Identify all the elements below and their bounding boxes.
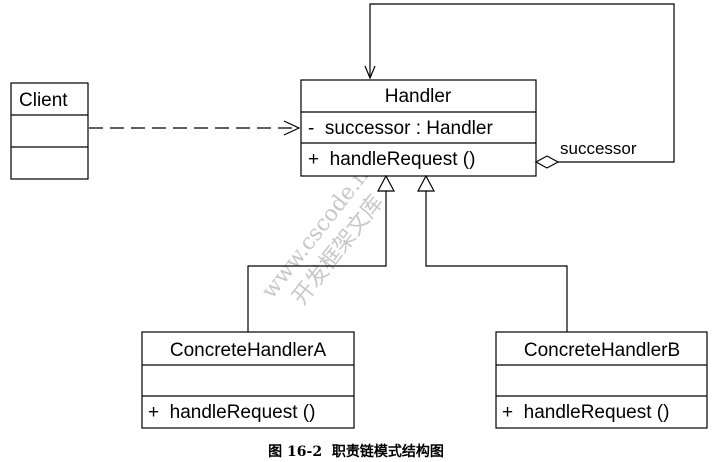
generalization-b-triangle [417, 174, 435, 192]
generalization-a [247, 174, 395, 332]
dependency-client-handler [89, 120, 301, 136]
client-class-name: Client [19, 90, 68, 111]
handler-class-name: Handler [385, 86, 452, 107]
successor-arrowhead [364, 65, 376, 80]
generalization-a-line [247, 191, 387, 332]
figure-caption: 图 16-2 职责链模式结构图 [268, 443, 444, 460]
concrete-handler-b-name: ConcreteHandlerB [524, 340, 680, 361]
handler-class-box [300, 79, 537, 177]
concrete-handler-a-operation: + handleRequest () [148, 402, 315, 423]
concrete-handler-a-box [141, 331, 355, 429]
concrete-handler-a-name: ConcreteHandlerA [170, 340, 327, 361]
concrete-handler-a-class: ConcreteHandlerA + handleRequest () [141, 331, 355, 429]
aggregation-diamond [534, 155, 560, 169]
successor-association: successor [364, 3, 675, 169]
dependency-arrowhead [283, 120, 301, 136]
handler-class: Handler - successor : Handler + handleRe… [300, 79, 537, 177]
concrete-handler-b-class: ConcreteHandlerB + handleRequest () [495, 331, 708, 429]
generalization-b [417, 174, 568, 332]
handler-attribute: - successor : Handler [308, 118, 493, 139]
client-class: Client [10, 82, 89, 180]
generalization-b-line [425, 191, 568, 332]
handler-operation: + handleRequest () [308, 149, 475, 170]
generalization-a-triangle [377, 174, 395, 192]
client-class-box [10, 82, 89, 180]
successor-association-line [369, 3, 675, 163]
concrete-handler-b-operation: + handleRequest () [502, 402, 669, 423]
concrete-handler-b-box [495, 331, 708, 429]
successor-label: successor [560, 139, 637, 158]
